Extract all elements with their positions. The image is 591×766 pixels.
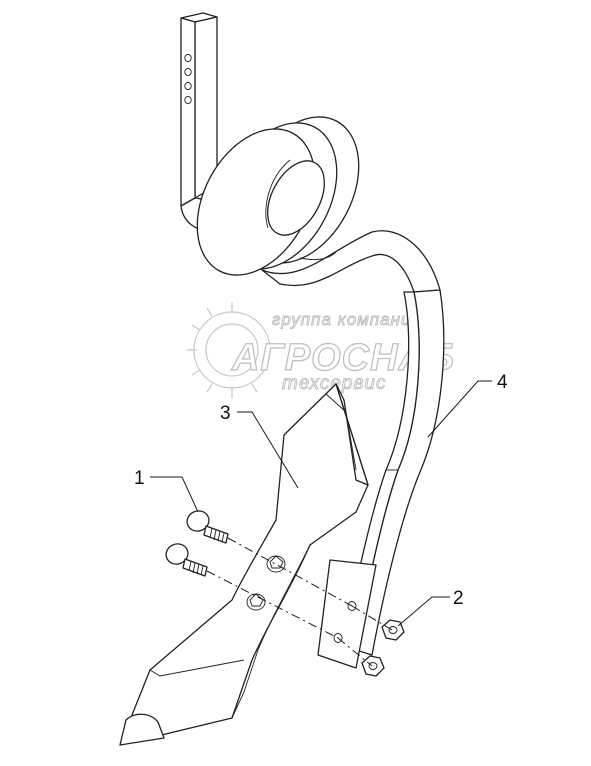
- callout-1: 1: [134, 468, 145, 489]
- leader-lines: [150, 380, 492, 627]
- assembly-center-lines: [206, 537, 393, 667]
- hex-nut-2: [361, 655, 385, 677]
- callout-4: 4: [497, 372, 508, 393]
- callout-2: 2: [453, 588, 464, 609]
- carriage-bolt-1: [186, 510, 229, 544]
- cultivator-blade: [119, 383, 369, 746]
- spring-tine-shank: [180, 12, 445, 669]
- watermark-subtitle: техсервис: [282, 373, 386, 394]
- callout-3: 3: [220, 403, 231, 424]
- hex-nut-1: [381, 619, 405, 641]
- watermark-tagline: группа компаний: [272, 310, 422, 329]
- carriage-bolt-2: [165, 543, 208, 577]
- watermark-gear-icon: [187, 302, 271, 398]
